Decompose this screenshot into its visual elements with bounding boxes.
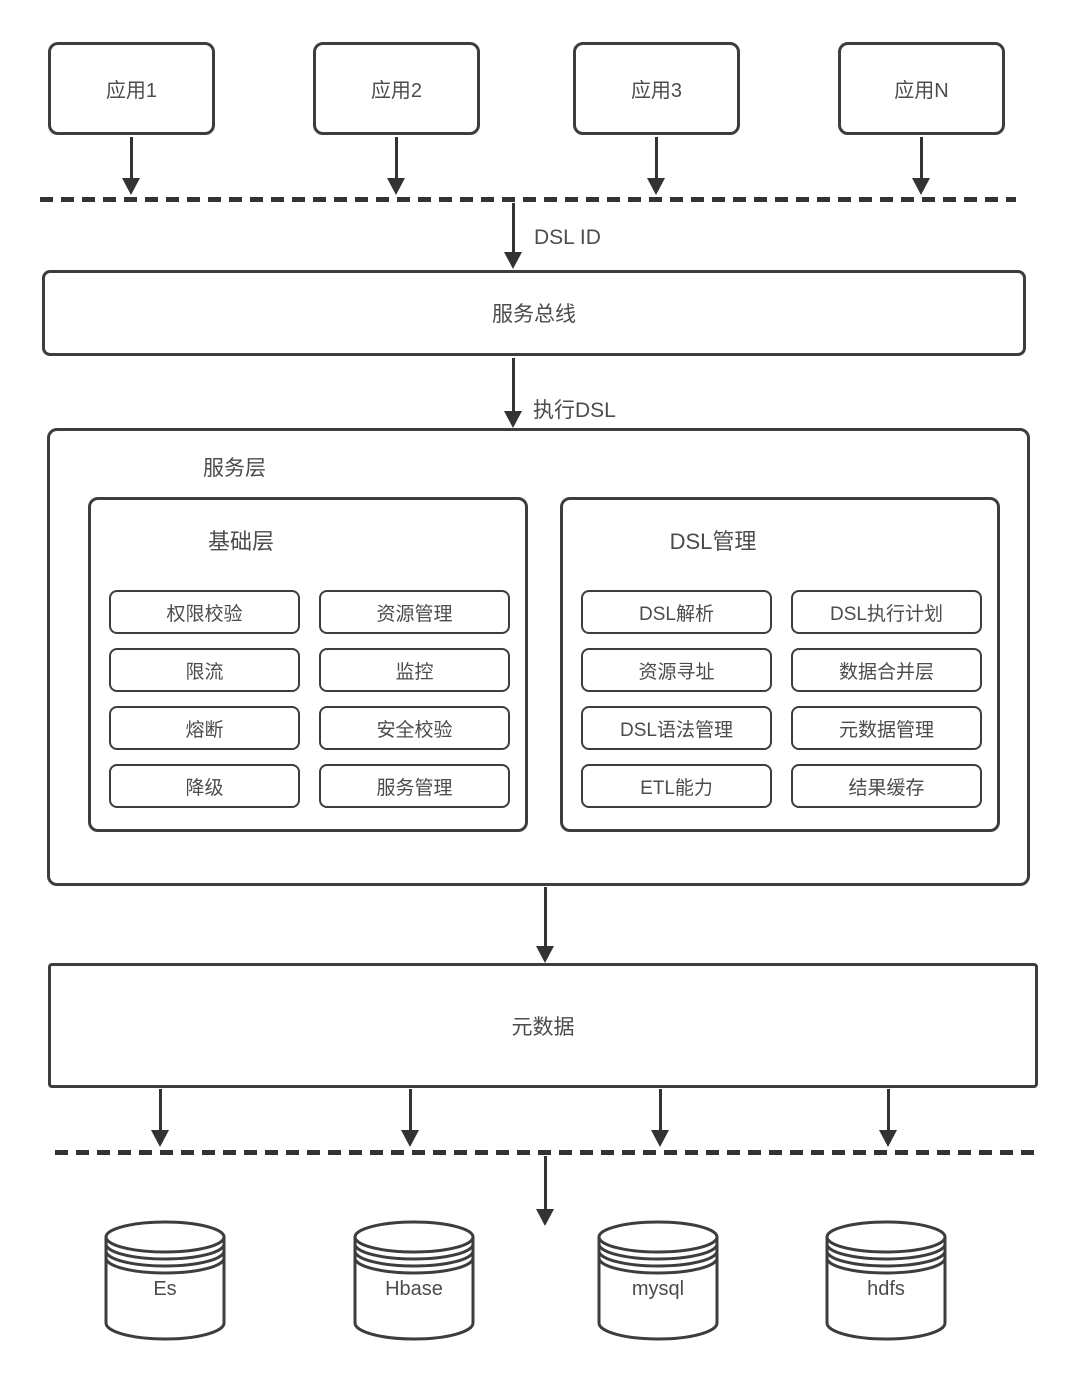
- datastore-mysql: mysql: [596, 1220, 720, 1342]
- arrow-to-metadata: [535, 887, 555, 963]
- arrow-execute-dsl: [503, 358, 523, 428]
- dsl-id-label: DSL ID: [534, 226, 601, 249]
- app-box-1: 应用1: [48, 42, 215, 135]
- item-rate-limiting: 限流: [109, 648, 300, 692]
- arrow-metadata-3: [650, 1089, 670, 1147]
- item-permission-check: 权限校验: [109, 590, 300, 634]
- database-icon: [825, 1220, 947, 1341]
- arrow-appn-down: [911, 137, 931, 195]
- item-degradation: 降级: [109, 764, 300, 808]
- datastore-hdfs-label: hdfs: [867, 1278, 905, 1300]
- item-resource-addressing: 资源寻址: [581, 648, 772, 692]
- datastore-hdfs: hdfs: [824, 1220, 948, 1342]
- item-metadata-management: 元数据管理: [791, 706, 982, 750]
- dashed-boundary-top: [40, 197, 1016, 202]
- app-box-n: 应用N: [838, 42, 1005, 135]
- datastore-mysql-label: mysql: [631, 1278, 685, 1300]
- arrow-dsl-id: [503, 203, 523, 269]
- arrow-metadata-1: [150, 1089, 170, 1147]
- item-circuit-breaker: 熔断: [109, 706, 300, 750]
- datastore-es: Es: [103, 1220, 227, 1342]
- app-label-3: 应用3: [630, 80, 683, 102]
- arrow-app1-down: [121, 137, 141, 195]
- dsl-management-title: DSL管理: [669, 529, 757, 554]
- service-bus-box: 服务总线: [42, 270, 1026, 356]
- datastore-hbase: Hbase: [352, 1220, 476, 1342]
- execute-dsl-label: 执行DSL: [533, 399, 616, 422]
- app-box-3: 应用3: [573, 42, 740, 135]
- datastore-es-label: Es: [153, 1278, 177, 1300]
- arrow-app3-down: [646, 137, 666, 195]
- item-etl-capability: ETL能力: [581, 764, 772, 808]
- arrow-to-datastores: [535, 1156, 555, 1226]
- service-bus-label: 服务总线: [492, 303, 576, 326]
- metadata-box: 元数据: [48, 963, 1038, 1088]
- item-dsl-parsing: DSL解析: [581, 590, 772, 634]
- dashed-boundary-bottom: [55, 1150, 1040, 1155]
- arrow-metadata-2: [400, 1089, 420, 1147]
- dsl-management-items: DSL解析 DSL执行计划 资源寻址 数据合并层 DSL语法管理 元数据管理 E…: [581, 590, 982, 808]
- item-resource-management: 资源管理: [319, 590, 510, 634]
- base-layer-title: 基础层: [207, 529, 274, 554]
- base-layer-items: 权限校验 资源管理 限流 监控 熔断 安全校验 降级 服务管理: [109, 590, 510, 808]
- item-dsl-syntax-management: DSL语法管理: [581, 706, 772, 750]
- base-layer-box: 基础层 权限校验 资源管理 限流 监控 熔断 安全校验 降级 服务管理: [88, 497, 528, 832]
- item-dsl-execution-plan: DSL执行计划: [791, 590, 982, 634]
- app-box-2: 应用2: [313, 42, 480, 135]
- metadata-label: 元数据: [511, 1015, 575, 1039]
- app-label-2: 应用2: [370, 80, 423, 102]
- arrow-app2-down: [386, 137, 406, 195]
- app-label-n: 应用N: [894, 80, 949, 102]
- database-icon: [353, 1220, 475, 1341]
- database-icon: [104, 1220, 226, 1341]
- dsl-management-box: DSL管理 DSL解析 DSL执行计划 资源寻址 数据合并层 DSL语法管理 元…: [560, 497, 1000, 832]
- item-data-merge-layer: 数据合并层: [791, 648, 982, 692]
- arrow-metadata-4: [878, 1089, 898, 1147]
- item-result-cache: 结果缓存: [791, 764, 982, 808]
- datastore-hbase-label: Hbase: [385, 1278, 443, 1300]
- app-label-1: 应用1: [105, 80, 158, 102]
- item-security-check: 安全校验: [319, 706, 510, 750]
- item-monitoring: 监控: [319, 648, 510, 692]
- item-service-management: 服务管理: [319, 764, 510, 808]
- service-layer-title: 服务层: [203, 457, 266, 480]
- database-icon: [597, 1220, 719, 1341]
